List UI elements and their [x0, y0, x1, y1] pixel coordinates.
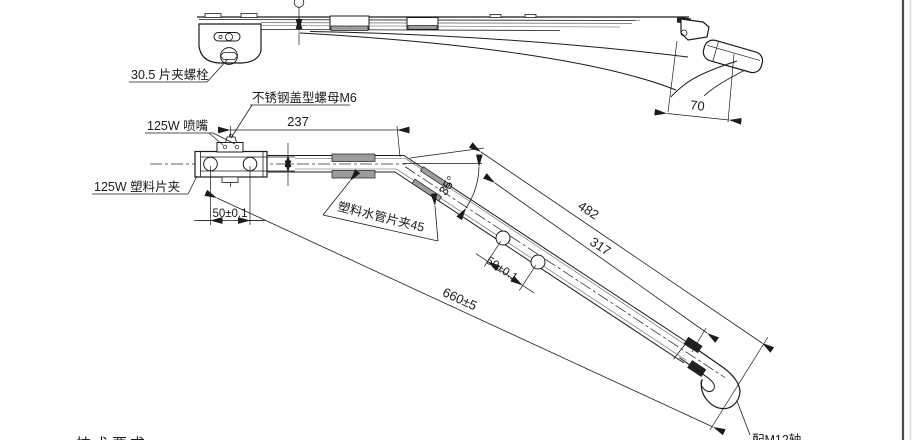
dimline-70	[654, 108, 742, 125]
tube-curve-1	[670, 60, 738, 98]
leader-shaft-fit	[736, 400, 751, 436]
dimline-317	[482, 173, 720, 343]
ext-237-right	[396, 125, 401, 158]
plan-view: 237 50±0.1 35° 482 317 50±0.1 660±	[150, 114, 775, 436]
ext-70-left	[667, 40, 678, 113]
leader-nozzle-2	[212, 132, 236, 145]
tube-curve-2	[703, 69, 746, 97]
arm-curve-1	[309, 31, 689, 58]
angle-arc	[456, 154, 483, 221]
blade-tip-line	[706, 44, 760, 61]
ext-50arm-right	[519, 265, 537, 291]
arm-curve-2	[299, 32, 677, 91]
arm-hole-1	[495, 230, 511, 246]
leader-blade-clip	[187, 175, 198, 195]
head-lower-tab	[221, 176, 239, 183]
arm-edge-outer-bottom	[267, 171, 685, 364]
hook-outer	[688, 343, 741, 410]
dimline-482	[468, 142, 775, 353]
arm-body-line1	[260, 22, 633, 24]
leader-nozzle-1	[208, 132, 224, 146]
tab-3	[489, 14, 502, 18]
dimarrow-50arm-right	[510, 275, 535, 294]
ext-482-right	[709, 336, 769, 431]
leader-cap-nut	[230, 104, 253, 139]
cap-nut	[224, 136, 238, 143]
dimline-660	[204, 189, 726, 436]
clip-bolt-hex	[220, 52, 238, 60]
clamp-rivet	[680, 29, 688, 37]
label-clip-bolt: 30.5 片夹螺栓	[131, 67, 209, 82]
nozzle-jet-2	[234, 144, 240, 150]
label-blade-clip: 125W 塑料片夹	[94, 179, 180, 194]
nozzle-jet-1	[222, 144, 228, 150]
end-clamp	[680, 18, 710, 41]
blade-tip-group	[702, 39, 764, 74]
dim-tip-width: 70	[689, 97, 705, 113]
centerline-diagonal	[404, 166, 726, 378]
tab-4	[524, 14, 537, 18]
label-nozzle: 125W 喷嘴	[147, 119, 209, 133]
dim-straight-length: 237	[287, 114, 309, 129]
slot-hole	[224, 33, 233, 42]
sleeve-2-shade	[407, 25, 438, 30]
top-view: 70	[197, 0, 764, 125]
tab-1	[204, 13, 222, 18]
dim-arm-hole-spacing: 50±0.1	[484, 255, 520, 284]
dim-overall-length: 660±5	[440, 285, 479, 314]
pipe-clip-band-2a	[419, 166, 451, 189]
arm-head-side	[198, 23, 262, 64]
leader-pipe-clip-underline	[322, 214, 439, 242]
blade-tip-divider	[712, 41, 719, 62]
slot-pin	[218, 35, 223, 39]
hook-group	[673, 336, 741, 410]
tab-2	[240, 13, 258, 18]
pipe-clip-band-1b	[331, 170, 376, 179]
leader-clip-bolt	[206, 58, 229, 83]
label-pipe-clip: 塑料水管片夹45	[336, 199, 426, 235]
label-tech-requirements: 技术要求	[76, 436, 148, 440]
ext-482-left	[409, 147, 485, 159]
dim-lower-segment: 317	[587, 234, 613, 258]
arm-hole-2	[530, 254, 546, 270]
leader-pipe-clip-1	[322, 169, 361, 216]
leader-pipe-clip-2	[430, 193, 439, 242]
sleeve-1-shade	[330, 25, 369, 31]
pipe-clip-band-1a	[331, 153, 376, 162]
label-cap-nut: 不锈钢盖型螺母M6	[252, 90, 357, 105]
dim-balloon-cutoff	[293, 0, 305, 8]
arm-body-line2	[260, 25, 621, 28]
label-shaft-fit: 配M12轴	[752, 432, 801, 440]
